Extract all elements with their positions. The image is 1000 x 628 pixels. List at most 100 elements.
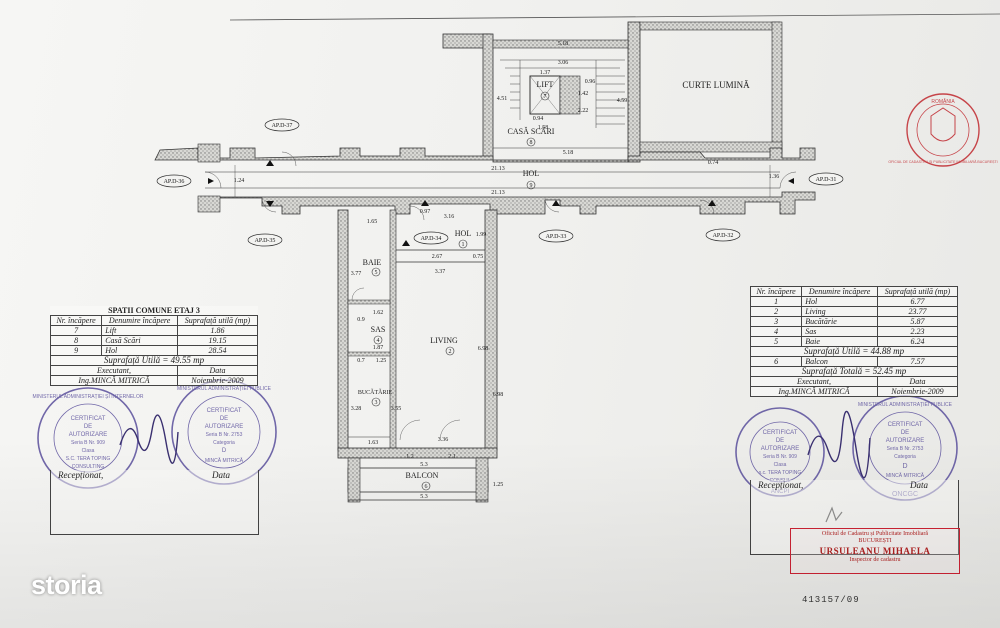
dim-sas-w: 1.62: [373, 310, 384, 316]
exec-date: Noiembrie-2009: [176, 375, 259, 386]
room-sas: SAS: [371, 325, 386, 334]
table-total-row: Suprafață Utilă = 49.55 mp: [50, 355, 258, 366]
room-living: LIVING: [430, 336, 458, 345]
stamp-left-1-l5: Clasa: [82, 448, 95, 454]
room-curte-lumina: CURTE LUMINĂ: [682, 80, 750, 90]
dim-stair-width: 5.18: [558, 41, 569, 47]
stamp-left-1-l3: AUTORIZARE: [69, 432, 108, 438]
data-right: Data: [910, 480, 928, 490]
stamp-right-1-l1: CERTIFICAT: [763, 430, 798, 436]
table-cell: 4: [749, 326, 803, 337]
table-cell: 1.86: [176, 325, 259, 336]
dim-living-bottom: 3.36: [438, 437, 449, 443]
room-living-no: 2: [449, 349, 452, 355]
table-cell: 9: [49, 345, 103, 356]
stair-block: [442, 21, 641, 163]
room-hol-comun: HOL: [523, 169, 540, 178]
ocpi-role: Inspector de cadastru: [849, 557, 901, 563]
dim-hol-x: 2.67: [432, 254, 443, 260]
room-casa-scari: CASĂ SCĂRI: [508, 127, 555, 136]
dim-living-x: 6.98: [493, 392, 504, 398]
ap-d32-label: AP.D-32: [713, 233, 734, 239]
signature-left: [119, 414, 179, 464]
table-subtotal-row: Suprafață Utilă = 44.88 mp: [750, 346, 958, 357]
red-stamp-top: ROMÂNIA: [931, 98, 955, 105]
dim-corridor-top: 5.18: [563, 150, 574, 156]
dim-baie-w: 1.65: [367, 219, 378, 225]
table-cell: 5: [749, 336, 803, 347]
table-row: 5 Baie 6.24: [749, 336, 959, 347]
table-cell: 19.15: [176, 335, 259, 346]
col-denumire: Denumire încăpere: [801, 286, 878, 297]
dim-stair-side: 2.22: [578, 108, 589, 114]
dim-living-w: 3.37: [435, 269, 446, 275]
stamp-right-2-l5: Categoria: [894, 454, 916, 460]
stamp-right-2-l4: Seria B Nr. 2753: [887, 446, 924, 452]
reception-panel-left: [50, 470, 259, 535]
table-total: Suprafață Totală = 52.45 mp: [750, 366, 958, 377]
col-suprafata: Suprafață utilă (mp): [876, 286, 959, 297]
dim-corridor-len: 21.13: [491, 166, 505, 172]
stamp-left-1-l7: CONSULTING: [72, 464, 105, 470]
table-cell: 6: [749, 356, 803, 367]
table-title: SPATII COMUNE ETAJ 3: [108, 306, 200, 315]
dim-stair-h2: 4.59: [617, 98, 628, 104]
table-cell: 5.87: [876, 316, 959, 327]
dimensions: 5.18 3.06 1.37 1.42 0.94 1.58 0.96 2.22 …: [234, 41, 780, 500]
table-cell: Lift: [101, 325, 178, 336]
table-cell: 23.77: [876, 306, 959, 317]
sheet-top-line: [229, 13, 1000, 21]
exec-name: Ing.MINCĂ MITRICĂ: [50, 375, 178, 386]
stamp-right-2-l1: CERTIFICAT: [888, 422, 923, 428]
table-cell: 7.57: [876, 356, 959, 367]
stamp-left-2-ring: MINISTERUL ADMINISTRAȚIEI PUBLICE: [177, 386, 272, 392]
stamp-left-1-l1: CERTIFICAT: [71, 416, 106, 422]
dim-hol-d: 1.99: [476, 232, 487, 238]
table-cell: 1: [749, 296, 803, 307]
table-cell: 8: [49, 335, 103, 346]
dim-buc-d2: 3.55: [391, 406, 402, 412]
table-row: 6 Balcon 7.57: [749, 356, 959, 367]
dim-corridor-w: 1.24: [234, 178, 245, 184]
exec-date-label: Data: [876, 376, 959, 387]
table-cell: 2.23: [876, 326, 959, 337]
door-swings: [204, 151, 797, 221]
apartment-walls: [337, 209, 498, 503]
stamp-left-1-l6: S.C. TERA TOPING: [66, 456, 111, 462]
apartment-labels: AP.D-37 AP.D-36 AP.D-35 AP.D-34 AP.D-33 …: [156, 118, 844, 247]
table-header-row: Nr. încăpere Denumire încăpere Suprafață…: [749, 286, 959, 297]
ocpi-office: Oficiul de Cadastru și Publicitate Imobi…: [821, 531, 929, 537]
dim-hol-y: 0.75: [473, 254, 484, 260]
table-cell: 6.77: [876, 296, 959, 307]
receptionat-left: Recepționat,: [58, 470, 104, 480]
stamp-left-1-l4: Seria B Nr. 909: [71, 440, 105, 446]
stamp-right-1-l6: s.c. TERA TOPING: [759, 470, 802, 476]
table-row: 8 Casă Scări 19.15: [49, 335, 259, 346]
table-cell: 3: [749, 316, 803, 327]
ocpi-inspector-name: URSULEANU MIHAELA: [819, 546, 931, 556]
dim-buc-d: 3.28: [351, 406, 362, 412]
dim-sas-x2: 0.7: [357, 358, 365, 364]
dim-buc-w: 1.63: [368, 440, 379, 446]
table-header-row: Nr. încăpere Denumire încăpere Suprafață…: [49, 315, 259, 326]
reception-panel-right: [750, 480, 959, 555]
dim-sas-d: 1.25: [376, 358, 387, 364]
col-denumire: Denumire încăpere: [101, 315, 178, 326]
exec-row: Ing.MINCĂ MITRICĂ Noiembrie-2009: [50, 375, 259, 386]
exec-name: Ing.MINCĂ MITRICĂ: [750, 386, 878, 397]
stamp-right-2-l2: DE: [901, 430, 909, 436]
table-cell: Baie: [801, 336, 878, 347]
stamp-left-2-l7: MINCĂ MITRICĂ: [205, 457, 244, 464]
exec-label: Executant,: [50, 365, 178, 376]
table-cell: 6.24: [876, 336, 959, 347]
table-total-row: Suprafață Totală = 52.45 mp: [750, 366, 958, 377]
exec-label-row: Executant, Data: [50, 365, 259, 376]
dim-stair-flight: 1.58: [538, 125, 549, 131]
red-round-stamp: ROMÂNIA OFICIUL DE CADASTRU ȘI PUBLICITA…: [888, 93, 998, 167]
table-cell: Hol: [801, 296, 878, 307]
dim-balcony-w2: 5.3: [420, 494, 428, 500]
exec-date: Noiembrie-2009: [876, 386, 959, 397]
stamp-left-2-l6: D: [222, 448, 227, 454]
red-stamp-ring: OFICIUL DE CADASTRU ȘI PUBLICITATE IMOBI…: [888, 160, 997, 164]
